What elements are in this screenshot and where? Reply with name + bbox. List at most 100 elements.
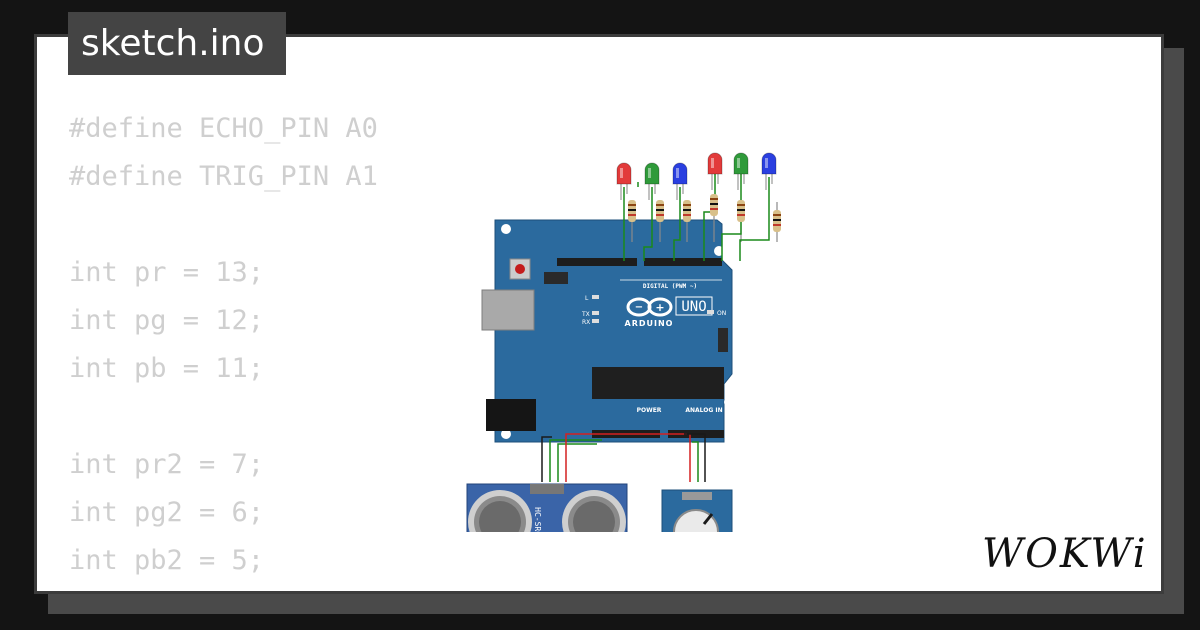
led-rx [592, 319, 599, 323]
sensor-pin-header [530, 484, 564, 494]
led-legs [765, 174, 773, 190]
resistor-band [737, 209, 745, 211]
led-legs [676, 184, 684, 200]
code-line [69, 201, 378, 249]
digital-header-right [644, 258, 722, 266]
code-line: int pg = 12; [69, 305, 265, 336]
wokwi-logo: WOKWi [982, 531, 1148, 577]
sensor-label: HC-SR04 [533, 507, 542, 532]
led[interactable] [644, 162, 660, 200]
led-highlight [765, 158, 768, 168]
led-l-label: L [585, 295, 589, 302]
resistor [710, 194, 718, 216]
resistor-band [710, 203, 718, 205]
led-layer [616, 152, 781, 232]
resistor-band [773, 219, 781, 221]
mount-hole [501, 429, 511, 439]
led-on-label: ON [717, 310, 726, 317]
peripheral-layer: HC-SR04 [466, 433, 733, 532]
board-brand-label: ARDUINO [625, 319, 674, 328]
led-highlight [676, 168, 679, 178]
digital-label: DIGITAL (PWM ~) [643, 283, 697, 290]
arduino-logo-minus: − [635, 302, 643, 313]
resistor [656, 200, 664, 222]
led-highlight [737, 158, 740, 168]
led[interactable] [616, 162, 632, 200]
led-body [707, 152, 723, 175]
resistor-band [773, 214, 781, 216]
code-line: #define ECHO_PIN A0 [69, 113, 378, 144]
wokwi-logo-text: WOKWi [982, 531, 1148, 577]
preview-card: #define ECHO_PIN A0 #define TRIG_PIN A1 in… [34, 34, 1164, 594]
resistor-band [737, 214, 745, 216]
analog-label: ANALOG IN [685, 407, 722, 414]
sensor-wires [541, 433, 706, 482]
pot-knob-indicator [702, 513, 714, 525]
sensor-transducer-left [468, 490, 532, 532]
uno-badge [675, 296, 713, 316]
resistor-band [710, 208, 718, 210]
led[interactable] [707, 152, 723, 190]
resistor-band [710, 198, 718, 200]
pot-pins [682, 492, 712, 500]
resistor-band [656, 209, 664, 211]
reset-button-cap [515, 264, 525, 274]
led-legs [737, 174, 745, 190]
led-tx-label: TX [581, 311, 590, 318]
code-line [69, 393, 378, 441]
code-line: int pr = 13; [69, 257, 265, 288]
led-legs [648, 184, 656, 200]
atmega-chip [592, 367, 724, 399]
resistor-band [628, 204, 636, 206]
led-rx-label: RX [582, 319, 590, 326]
ultrasonic-sensor[interactable]: HC-SR04 [466, 483, 628, 532]
arduino-logo [626, 297, 673, 317]
led-highlight [648, 168, 651, 178]
led[interactable] [733, 152, 749, 190]
led-body [616, 162, 632, 185]
led-body [761, 152, 777, 175]
resistor-band [737, 204, 745, 206]
code-snippet: #define ECHO_PIN A0 #define TRIG_PIN A1 in… [69, 105, 378, 585]
icsp-header [544, 272, 568, 284]
code-line: #define TRIG_PIN A1 [69, 161, 378, 192]
resistor-band [656, 204, 664, 206]
resistor [628, 200, 636, 222]
led-body [644, 162, 660, 185]
usb-connector [481, 289, 535, 331]
resistor-band [683, 209, 691, 211]
potentiometer[interactable] [661, 489, 733, 532]
code-line: int pb = 11; [69, 353, 265, 384]
led-legs [711, 174, 719, 190]
led-l [592, 295, 599, 299]
icsp-header-right [718, 328, 728, 352]
led[interactable] [672, 162, 688, 200]
resistor-band [683, 204, 691, 206]
file-name-tab[interactable]: sketch.ino [68, 12, 286, 75]
resistor [773, 210, 781, 232]
board-model-label: UNO [681, 299, 706, 315]
code-line: int pr2 = 7; [69, 449, 265, 480]
sensor-transducer-right [562, 490, 626, 532]
digital-header-left [557, 258, 637, 266]
resistor-band [656, 214, 664, 216]
code-line: int pg2 = 6; [69, 497, 265, 528]
resistor [737, 200, 745, 222]
arduino-logo-plus: + [655, 301, 664, 314]
pot-knob[interactable] [673, 509, 719, 532]
resistor-band [773, 224, 781, 226]
power-label: POWER [637, 407, 662, 414]
resistor-band [683, 214, 691, 216]
led[interactable] [761, 152, 777, 190]
led-highlight [620, 168, 623, 178]
led-body [672, 162, 688, 185]
power-jack [486, 399, 536, 431]
mount-hole [501, 224, 511, 234]
led-body [733, 152, 749, 175]
resistor-band [628, 209, 636, 211]
led-legs [620, 184, 628, 200]
resistor-band [628, 214, 636, 216]
resistor [683, 200, 691, 222]
code-line: int pb2 = 5; [69, 545, 265, 576]
led-highlight [711, 158, 714, 168]
